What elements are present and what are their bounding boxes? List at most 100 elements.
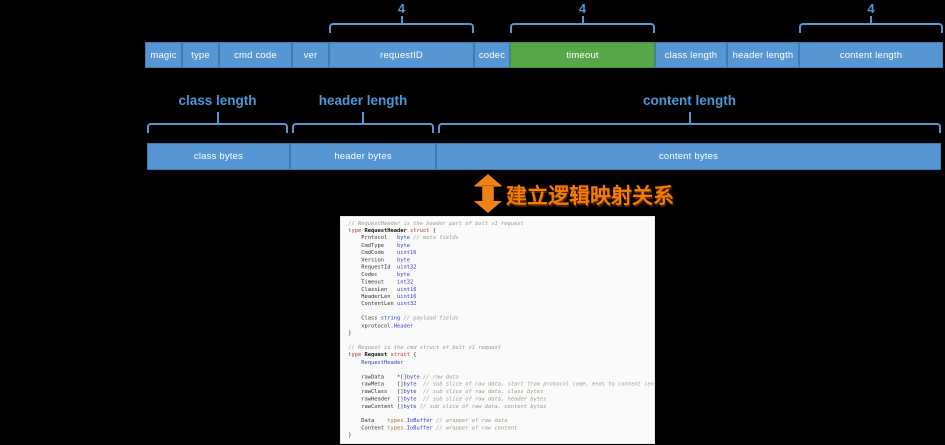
field-class-length: class length — [655, 42, 727, 68]
code-line: rawContent []byte // sub slice of raw da… — [348, 403, 654, 410]
code-line — [348, 410, 654, 417]
code-token: CmdCode — [348, 249, 397, 256]
code-token: Version — [348, 257, 397, 264]
code-line: ClassLen uint16 — [348, 286, 654, 293]
code-token — [348, 360, 361, 366]
code-line: } — [348, 432, 654, 439]
code-token: ClassLen — [348, 286, 397, 293]
code-token: rawMeta [] — [348, 381, 404, 388]
code-line: Timeout int32 — [348, 279, 654, 286]
code-content: // RequestHeader is the header part of b… — [341, 217, 655, 439]
code-token: uint32 — [396, 301, 417, 308]
code-line: xprotocol.Header — [348, 322, 654, 329]
code-token: byte — [403, 381, 417, 388]
code-token: // meta fields — [413, 235, 459, 242]
length-label: class length — [178, 93, 257, 108]
code-token: byte — [396, 242, 410, 249]
code-line — [348, 337, 654, 344]
size-bracket-value: 4 — [867, 1, 875, 16]
field-type: type — [182, 42, 219, 68]
arrow-shaft — [482, 185, 494, 202]
code-line: CmdType byte — [348, 242, 654, 249]
code-token: // sub slice of raw data, content bytes — [419, 403, 547, 410]
length-group-header-length: header length — [292, 93, 434, 133]
code-token: rawData *[] — [348, 374, 407, 381]
code-line: rawMeta []byte // sub slice of raw data,… — [348, 381, 655, 388]
bracket-nub — [688, 112, 691, 123]
code-line: HeaderLen uint16 — [348, 293, 654, 300]
size-bracket-value: 4 — [397, 1, 406, 16]
bracket-nub — [400, 16, 403, 23]
arrow-up-head — [474, 174, 502, 186]
code-token: // raw data — [422, 374, 459, 381]
field-cmd-code: cmd code — [219, 42, 292, 68]
code-token: // payload fields — [403, 315, 459, 322]
field-codec: codec — [474, 42, 510, 68]
go-struct-code-block: // RequestHeader is the header part of b… — [340, 216, 655, 444]
code-token: RequestHeader — [361, 359, 404, 366]
mapping-label: 建立逻辑映射关系 — [506, 184, 674, 208]
code-token: Codec — [348, 271, 397, 278]
code-token: CmdType — [348, 242, 397, 249]
size-bracket: 4 — [510, 1, 655, 33]
size-bracket: 4 — [329, 1, 474, 33]
code-token: // RequestHeader is the header part of b… — [348, 220, 524, 227]
length-label: header length — [318, 93, 408, 108]
code-token: // sub slice of raw data, start from pro… — [422, 381, 655, 388]
code-token: types. — [387, 425, 407, 432]
code-token: rawClass [] — [348, 388, 404, 395]
field-content-bytes: content bytes — [436, 143, 941, 170]
field-magic: magic — [145, 42, 182, 68]
code-line: } — [348, 330, 654, 337]
field-header-length: header length — [727, 42, 799, 68]
code-token: // Request is the cmd struct of bolt v1 … — [348, 344, 502, 351]
field-timeout: timeout — [510, 42, 655, 68]
arrow-down-head — [474, 201, 502, 213]
code-token: type — [348, 227, 365, 234]
code-line: RequestId uint32 — [348, 264, 654, 271]
field-class-bytes: class bytes — [147, 143, 290, 170]
code-line — [348, 366, 654, 373]
code-line: rawHeader []byte // sub slice of raw dat… — [348, 396, 654, 403]
code-line: rawData *[]byte // raw data — [348, 374, 654, 381]
code-line: // RequestHeader is the header part of b… — [348, 220, 654, 227]
code-token: int32 — [396, 279, 414, 286]
size-bracket-value: 4 — [578, 1, 587, 16]
code-token: Timeout — [348, 279, 397, 286]
field-header-bytes: header bytes — [290, 143, 436, 170]
code-token: byte — [396, 235, 410, 242]
code-line: type Request struct { — [348, 352, 654, 359]
code-line: type RequestHeader struct { — [348, 227, 654, 234]
code-token: byte — [406, 374, 420, 381]
code-line: CmdCode uint16 — [348, 249, 654, 256]
code-token: HeaderLen — [348, 293, 397, 300]
bracket-nub — [870, 16, 872, 23]
code-line — [348, 308, 654, 315]
code-token: IoBuffer — [406, 418, 433, 425]
code-token: // wrapper of raw content — [435, 425, 518, 432]
code-token: string — [380, 315, 401, 322]
code-token: types. — [387, 418, 407, 425]
length-label: content length — [643, 93, 736, 108]
code-line: Codec byte — [348, 271, 654, 278]
bracket-shape — [799, 23, 943, 33]
field-ver: ver — [292, 42, 329, 68]
length-group-content-length: content length — [438, 93, 941, 133]
code-line: Content types.IoBuffer // wrapper of raw… — [348, 425, 654, 432]
code-token: // sub slice of raw data, class bytes — [422, 388, 544, 395]
code-token: type — [348, 352, 365, 359]
bracket-shape — [147, 123, 288, 133]
code-token: uint16 — [396, 249, 417, 256]
mapping-arrow-icon — [474, 174, 502, 213]
size-bracket: 4 — [799, 1, 943, 33]
code-token: uint32 — [396, 264, 417, 271]
code-line: RequestHeader — [348, 359, 654, 366]
field-content-length: content length — [799, 42, 943, 68]
code-token: rawHeader [] — [348, 396, 404, 403]
code-token: // wrapper of raw data — [435, 418, 508, 425]
code-token: RequestHeader — [364, 227, 410, 234]
code-token: } — [348, 432, 352, 439]
code-token: Header — [393, 322, 414, 329]
length-group-class-length: class length — [147, 93, 288, 133]
